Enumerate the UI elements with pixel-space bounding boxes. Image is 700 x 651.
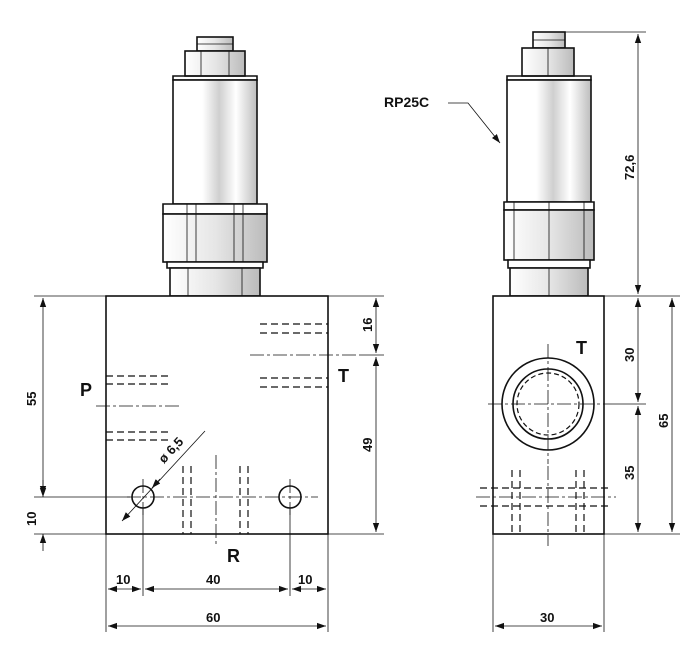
side-cartridge: [503, 31, 595, 297]
side-t-port: [488, 344, 612, 464]
side-block: [492, 295, 605, 535]
dim-side-top-port: 30: [622, 348, 637, 362]
front-view: ø 6,5 P T R 55 10 16 49: [24, 36, 384, 632]
dim-front-height: 55: [24, 392, 39, 406]
port-r-label: R: [227, 546, 240, 566]
front-t-port-hidden: [250, 323, 360, 388]
front-cartridge: [162, 36, 268, 297]
front-block: [105, 295, 329, 535]
dim-side-height: 65: [656, 414, 671, 428]
side-bottom-hidden: [476, 466, 616, 546]
dim-bottom-hole-spacing: 40: [206, 572, 220, 587]
front-p-port-hidden: [96, 375, 182, 441]
port-t-front-label: T: [338, 366, 349, 386]
part-code-label: RP25C: [384, 94, 429, 110]
part-code-leader: RP25C: [384, 94, 501, 144]
port-t-side-label: T: [576, 338, 587, 358]
front-right-dimensions: 16 49: [328, 295, 384, 535]
dim-front-bottom-hole: 10: [24, 512, 39, 526]
front-bottom-dimensions: 10 40 10 60: [105, 508, 329, 632]
dim-bottom-left-offset: 10: [116, 572, 130, 587]
port-p-label: P: [80, 380, 92, 400]
front-left-dimensions: 55 10: [24, 295, 130, 551]
dim-side-width: 30: [540, 610, 554, 625]
front-r-port-hidden: [182, 455, 249, 545]
dim-side-port-bottom: 35: [622, 466, 637, 480]
dim-cartridge-height: 72,6: [622, 155, 637, 180]
dim-bottom-right-offset: 10: [298, 572, 312, 587]
side-bottom-dimension: 30: [492, 534, 605, 632]
side-right-dimensions: 72,6 30 35 65: [565, 31, 680, 535]
dim-front-t-bottom: 49: [360, 438, 375, 452]
dim-front-top-t: 16: [360, 318, 375, 332]
dim-front-width: 60: [206, 610, 220, 625]
side-view: T RP25C 72,6 30 35 65 30: [384, 31, 680, 632]
